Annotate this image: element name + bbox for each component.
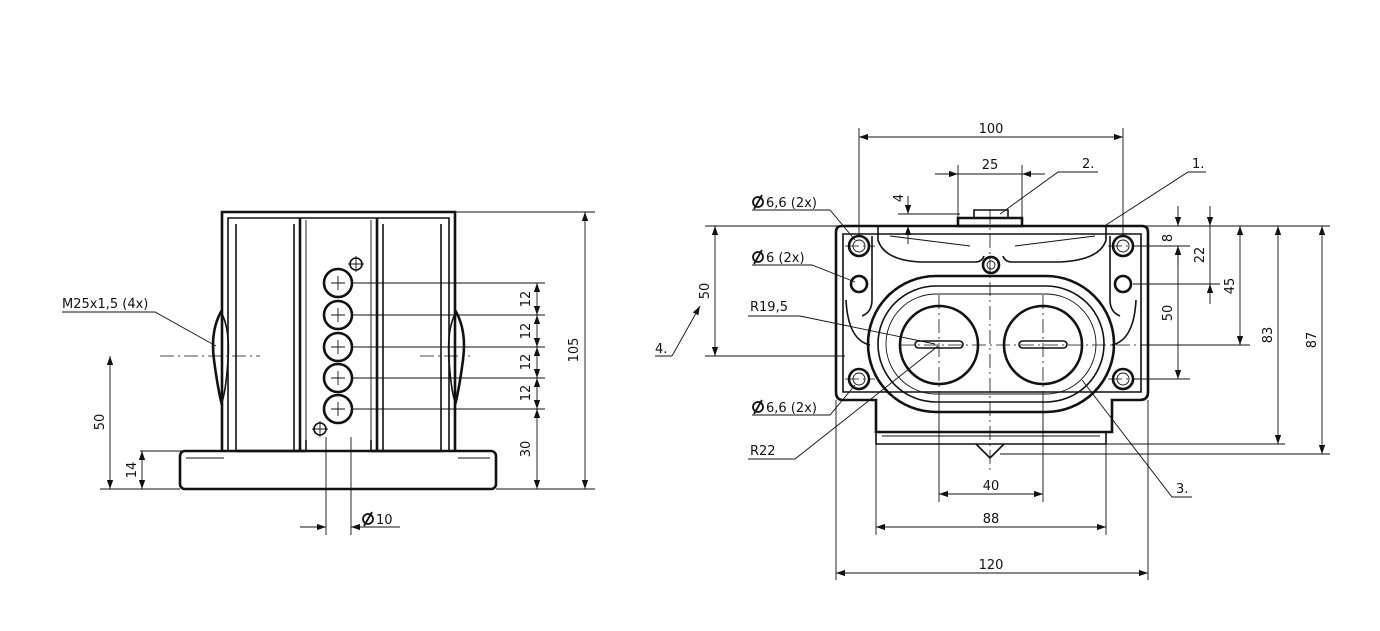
- callout-4: 4.: [655, 342, 667, 357]
- dim-4: 4: [892, 194, 907, 202]
- callout-2: 2.: [1082, 157, 1094, 172]
- dim-50-left: 50: [698, 283, 713, 300]
- diameter-icon-2: [752, 249, 764, 265]
- pitch-dim-3: 12: [519, 354, 534, 371]
- hole-66-bottom: 6,6 (2x): [766, 401, 817, 416]
- dim-30: 30: [519, 441, 534, 458]
- dim-40: 40: [983, 479, 1000, 494]
- top-actuator: [956, 216, 1024, 228]
- housing-outline: [220, 210, 457, 451]
- diameter-icon-1: [752, 194, 764, 210]
- indicator-holes: [322, 267, 354, 425]
- pitch-dim-1: 12: [519, 291, 534, 308]
- pitch-dim-2: 12: [519, 323, 534, 340]
- base-flange: [178, 449, 498, 491]
- side-view: [160, 210, 498, 491]
- dim-14: 14: [125, 462, 140, 479]
- dim-45: 45: [1223, 278, 1238, 295]
- dia-10-label: 10: [376, 513, 393, 528]
- dim-100: 100: [979, 122, 1004, 137]
- hole-6: 6 (2x): [766, 251, 805, 266]
- dim-22: 22: [1193, 247, 1208, 264]
- callout-1: 1.: [1192, 157, 1204, 172]
- dim-50-right: 50: [1161, 305, 1176, 322]
- dim-50-side: 50: [93, 414, 108, 431]
- dim-87: 87: [1305, 332, 1320, 349]
- cable-gland-right: [453, 309, 466, 406]
- diameter-icon-3: [752, 399, 764, 415]
- dim-120: 120: [979, 558, 1004, 573]
- housing-outline-front: [834, 224, 1150, 434]
- front-view-dimensions: 100 25 4 2. 1. 6,6 (2x) 6 (2x) 6,6 (2x) …: [655, 122, 1330, 580]
- diameter-icon: [362, 511, 374, 527]
- pitch-dim-4: 12: [519, 385, 534, 402]
- radius-195: R19,5: [750, 300, 788, 315]
- callout-3: 3.: [1176, 482, 1188, 497]
- cable-gland-left: [211, 309, 224, 406]
- mounting-lugs: [847, 234, 1135, 391]
- dim-83: 83: [1261, 327, 1276, 344]
- actuator-frame: [866, 274, 1116, 414]
- dim-8: 8: [1161, 234, 1176, 242]
- dim-105: 105: [567, 338, 582, 363]
- dim-88: 88: [983, 512, 1000, 527]
- front-view: [834, 209, 1150, 470]
- hole-66-top: 6,6 (2x): [766, 196, 817, 211]
- side-view-dimensions: 12 12 12 12 30 105 50 14 M25x1,5 (4x) 10: [62, 211, 595, 535]
- dim-25: 25: [982, 158, 999, 173]
- thread-label: M25x1,5 (4x): [62, 297, 148, 312]
- radius-22: R22: [750, 444, 776, 459]
